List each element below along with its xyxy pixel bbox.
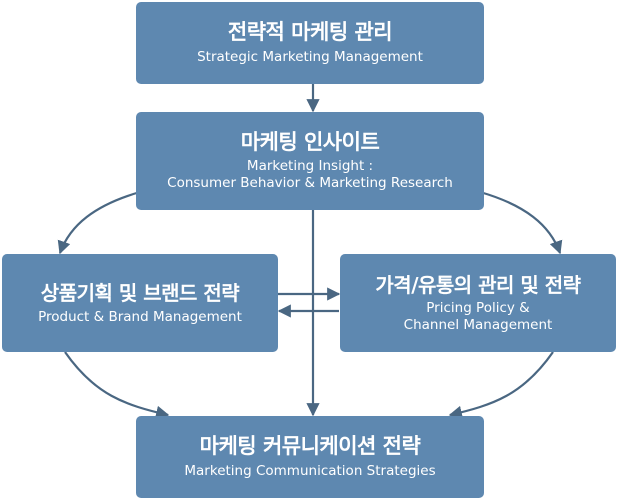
arrow-insight-to-pricing: [479, 190, 563, 255]
node-title-en: Pricing Policy & Channel Management: [403, 299, 553, 333]
node-title-ko: 전략적 마케팅 관리: [227, 19, 393, 44]
node-marketing-insight: 마케팅 인사이트 Marketing Insight : Consumer Be…: [136, 112, 484, 210]
node-pricing-channel-management: 가격/유통의 관리 및 전략 Pricing Policy & Channel …: [340, 254, 616, 352]
node-title-en: Marketing Communication Strategies: [184, 463, 436, 480]
node-product-brand-management: 상품기획 및 브랜드 전략 Product & Brand Management: [2, 254, 278, 352]
node-title-en: Marketing Insight : Consumer Behavior & …: [167, 158, 453, 192]
node-title-en: Strategic Marketing Management: [197, 49, 423, 66]
arrow-product-to-communication: [64, 351, 170, 419]
node-strategic-marketing-management: 전략적 마케팅 관리 Strategic Marketing Managemen…: [136, 2, 484, 84]
arrow-insight-to-product: [57, 190, 141, 255]
node-title-en: Product & Brand Management: [38, 308, 242, 325]
arrow-pricing-to-communication: [448, 351, 554, 419]
node-title-ko: 마케팅 커뮤니케이션 전략: [199, 433, 421, 458]
node-marketing-communication-strategies: 마케팅 커뮤니케이션 전략 Marketing Communication St…: [136, 416, 484, 498]
node-title-ko: 상품기획 및 브랜드 전략: [40, 280, 240, 305]
node-title-ko: 마케팅 인사이트: [240, 130, 380, 155]
node-title-ko: 가격/유통의 관리 및 전략: [375, 272, 581, 297]
